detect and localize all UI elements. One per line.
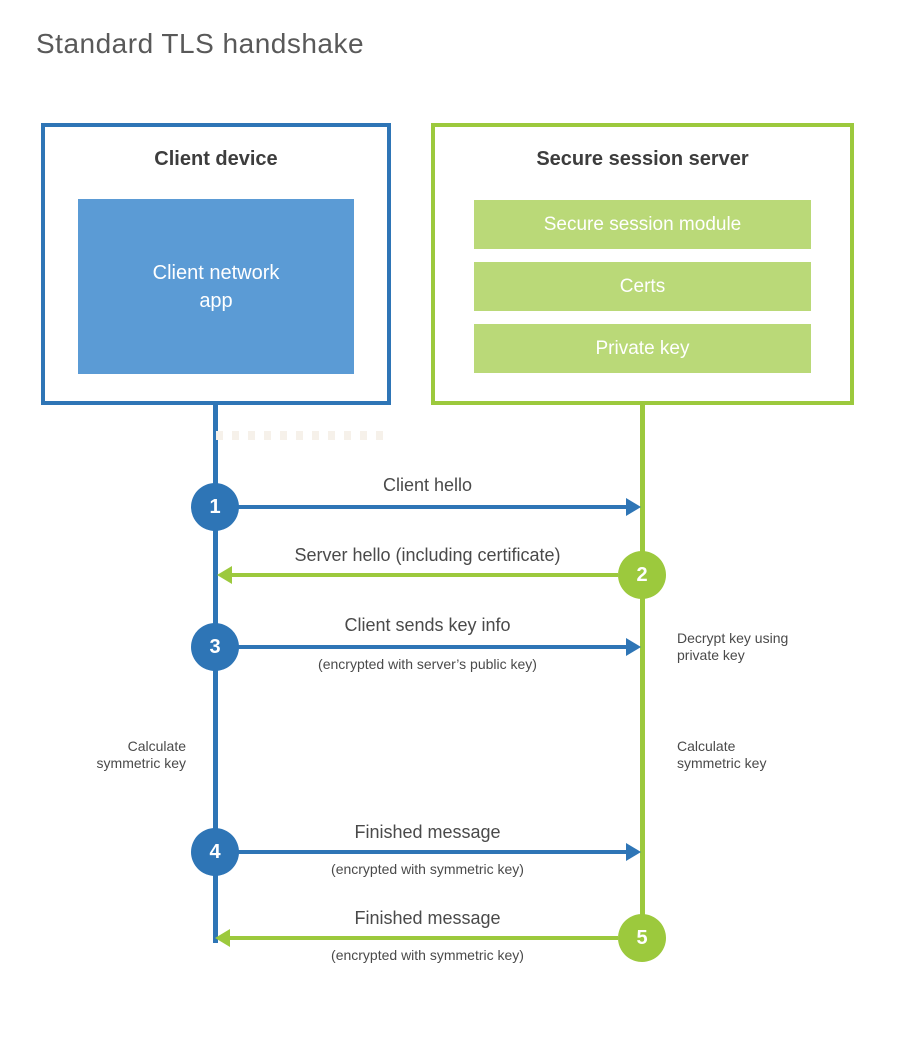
secure-session-server-box: Secure session server Secure session mod…	[431, 123, 854, 405]
faint-dashed-artifact	[216, 431, 392, 440]
step4-arrowhead-right-icon	[626, 843, 641, 861]
step3-sublabel: (encrypted with server’s public key)	[318, 656, 537, 672]
step1-label: Client hello	[382, 475, 473, 495]
step2-circle: 2	[618, 551, 666, 599]
step5-label: Finished message	[354, 908, 501, 928]
step1-circle: 1	[191, 483, 239, 531]
server-module-certs: Certs	[474, 262, 811, 311]
step5-circle: 5	[618, 914, 666, 962]
step1-arrow-line	[215, 505, 627, 509]
server-module-list: Secure session module Certs Private key	[474, 200, 811, 386]
step3-circle: 3	[191, 623, 239, 671]
client-lifeline	[213, 405, 218, 943]
calc-symmetric-key-note-server: Calculate symmetric key	[677, 738, 767, 771]
step2-label: Server hello (including certificate)	[294, 545, 561, 565]
step1-arrowhead-right-icon	[626, 498, 641, 516]
server-module-private-key: Private key	[474, 324, 811, 373]
calc-symmetric-key-note-client: Calculate symmetric key	[96, 738, 186, 771]
step4-arrow-line	[215, 850, 627, 854]
page-title: Standard TLS handshake	[36, 28, 365, 59]
client-network-app-block: Client network app	[78, 199, 354, 374]
decrypt-key-note: Decrypt key using private key	[677, 630, 789, 663]
step2-arrowhead-left-icon	[217, 566, 232, 584]
secure-session-server-title: Secure session server	[536, 148, 749, 170]
step5-sublabel: (encrypted with symmetric key)	[331, 947, 524, 963]
server-module-secure-session: Secure session module	[474, 200, 811, 249]
step2-arrow-line	[231, 573, 618, 577]
client-device-box: Client device Client network app	[41, 123, 391, 405]
step4-label: Finished message	[354, 822, 501, 842]
step4-sublabel: (encrypted with symmetric key)	[331, 861, 524, 877]
step5-arrowhead-left-icon	[215, 929, 230, 947]
server-lifeline	[640, 405, 645, 917]
step3-label: Client sends key info	[344, 615, 511, 635]
step5-arrow-line	[229, 936, 618, 940]
step3-arrowhead-right-icon	[626, 638, 641, 656]
step3-arrow-line	[215, 645, 627, 649]
step4-circle: 4	[191, 828, 239, 876]
client-device-title: Client device	[154, 148, 278, 170]
